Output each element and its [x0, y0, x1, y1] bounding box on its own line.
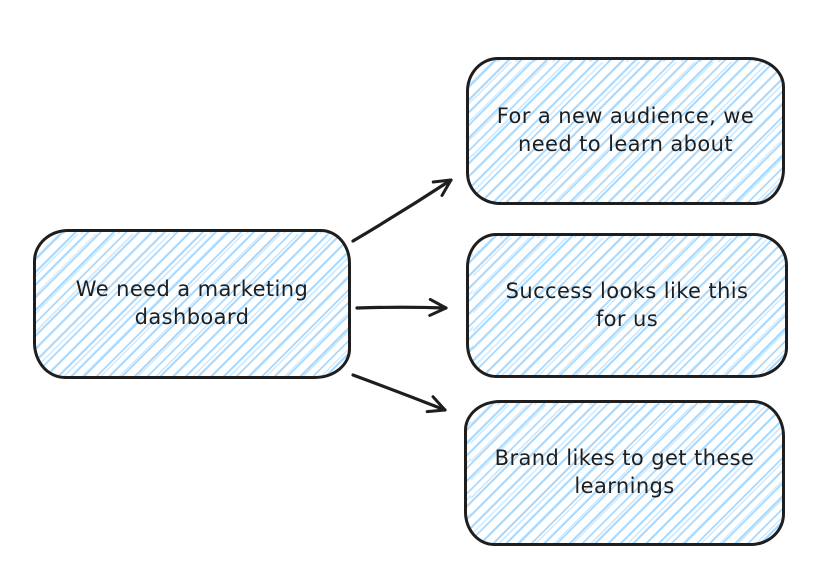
node-marketing-dashboard-label: We need a marketing dashboard: [75, 277, 309, 329]
node-brand-learnings-label: Brand likes to get these learnings: [494, 446, 755, 498]
node-brand-learnings[interactable]: Brand likes to get these learnings: [464, 400, 785, 546]
node-success-looks-like[interactable]: Success looks like this for us: [466, 233, 788, 378]
node-marketing-dashboard[interactable]: We need a marketing dashboard: [33, 229, 351, 379]
node-success-looks-like-label: Success looks like this for us: [505, 278, 749, 331]
arrow-root-to-success[interactable]: [355, 297, 448, 317]
node-new-audience[interactable]: For a new audience, we need to learn abo…: [466, 57, 785, 205]
node-new-audience-label: For a new audience, we need to learn abo…: [496, 104, 755, 156]
arrow-root-to-brand[interactable]: [351, 373, 447, 414]
arrow-root-to-audience[interactable]: [351, 178, 453, 243]
